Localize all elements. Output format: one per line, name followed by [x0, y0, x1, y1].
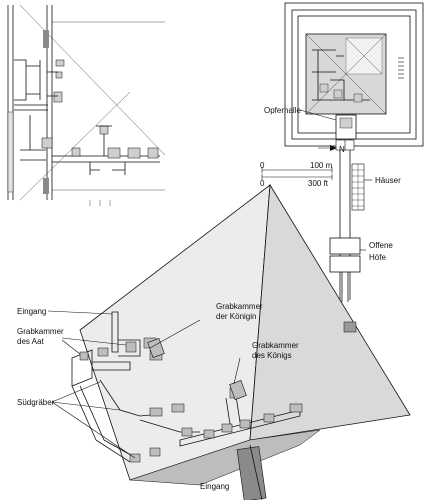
- label-grabkammer-koenigin-2: der Königin: [216, 312, 256, 321]
- label-eingang-bottom: Eingang: [200, 482, 229, 491]
- label-grabkammer-aat-1: Grabkammer: [17, 327, 64, 336]
- hatch-marks: [398, 57, 404, 79]
- label-scale-zero-m: 0: [260, 161, 265, 170]
- label-north: N: [339, 145, 345, 154]
- label-scale-zero-ft: 0: [260, 179, 265, 188]
- label-opferhalle: Opferhalle: [264, 106, 301, 115]
- label-grabkammer-koenigs-2: des Königs: [252, 351, 292, 360]
- site-plan: [261, 2, 424, 302]
- label-scale-ft: 300 ft: [308, 179, 329, 188]
- pyramid-perspective: [71, 183, 411, 500]
- leader-lines: [47, 310, 241, 459]
- label-grabkammer-koenigs-1: Grabkammer: [252, 341, 299, 350]
- text-labels: Opferhalle N 0 100 m 0 300 ft Häuser Off…: [17, 106, 401, 491]
- detail-plan: [5, 2, 170, 206]
- label-grabkammer-aat-2: des Aat: [17, 337, 44, 346]
- label-hoefe: Höfe: [369, 253, 386, 262]
- label-scale-m: 100 m: [310, 161, 333, 170]
- label-haeuser: Häuser: [375, 176, 401, 185]
- label-eingang-top: Eingang: [17, 307, 46, 316]
- label-offene: Offene: [369, 241, 393, 250]
- label-suedgraeber: Südgräber: [17, 398, 55, 407]
- label-grabkammer-koenigin-1: Grabkammer: [216, 302, 263, 311]
